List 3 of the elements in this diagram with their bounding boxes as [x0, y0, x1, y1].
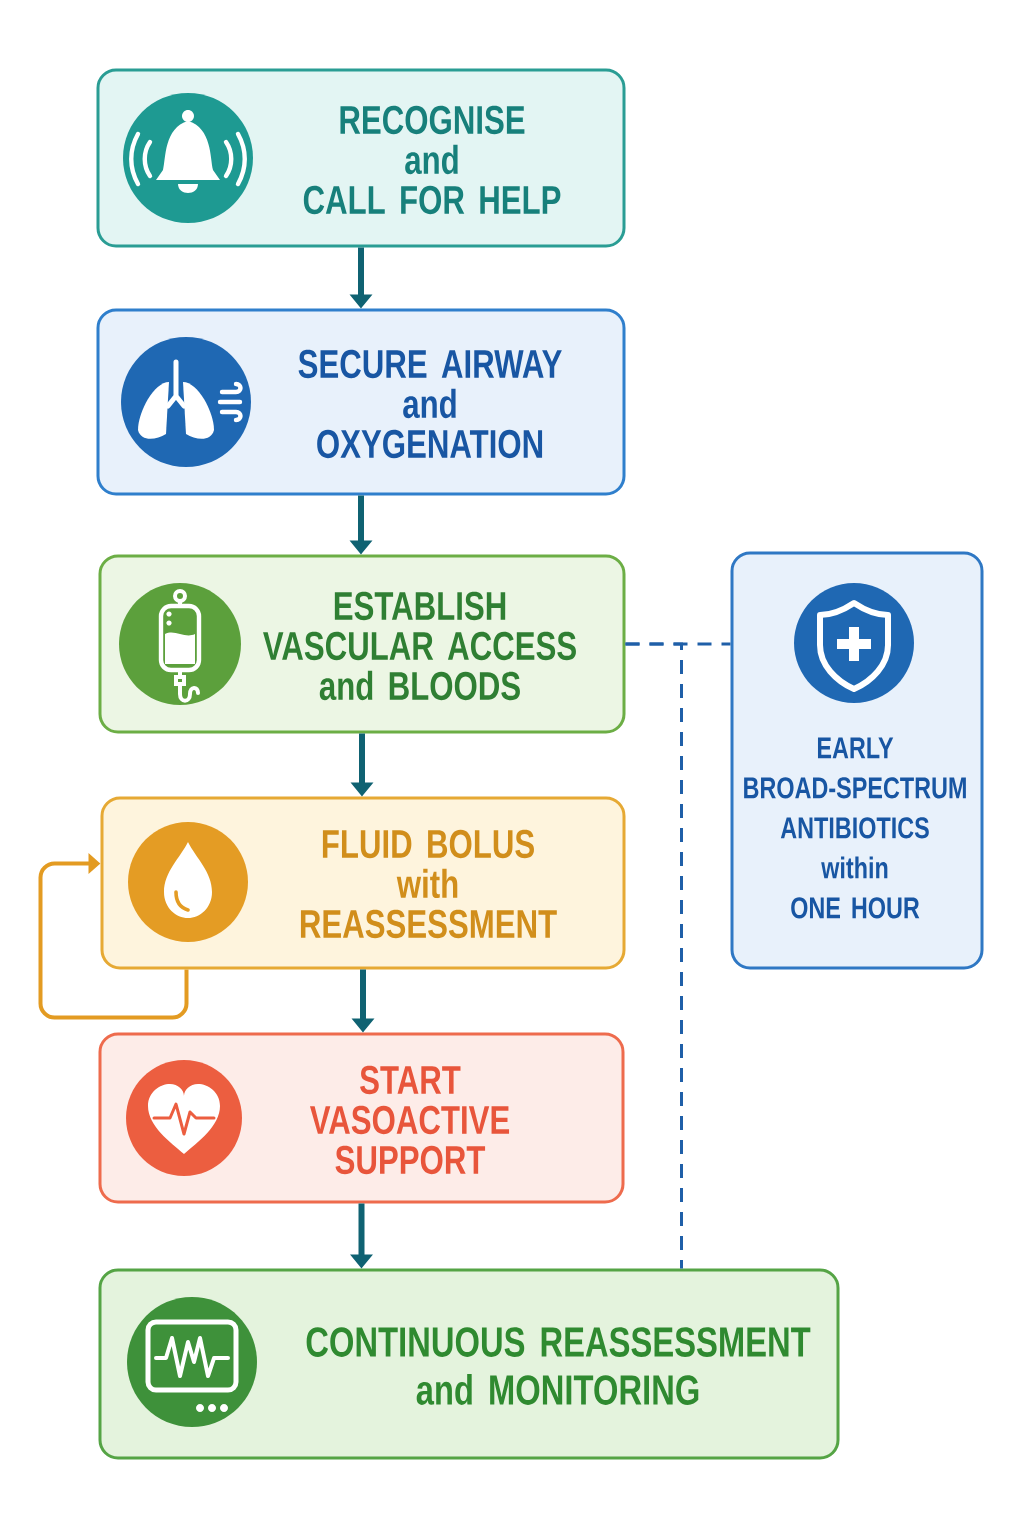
loop-arrow	[38, 853, 189, 1020]
process-box: CONTINUOUS REASSESSMENT and MONITORING	[98, 1268, 840, 1460]
dashed-line	[625, 642, 683, 1269]
